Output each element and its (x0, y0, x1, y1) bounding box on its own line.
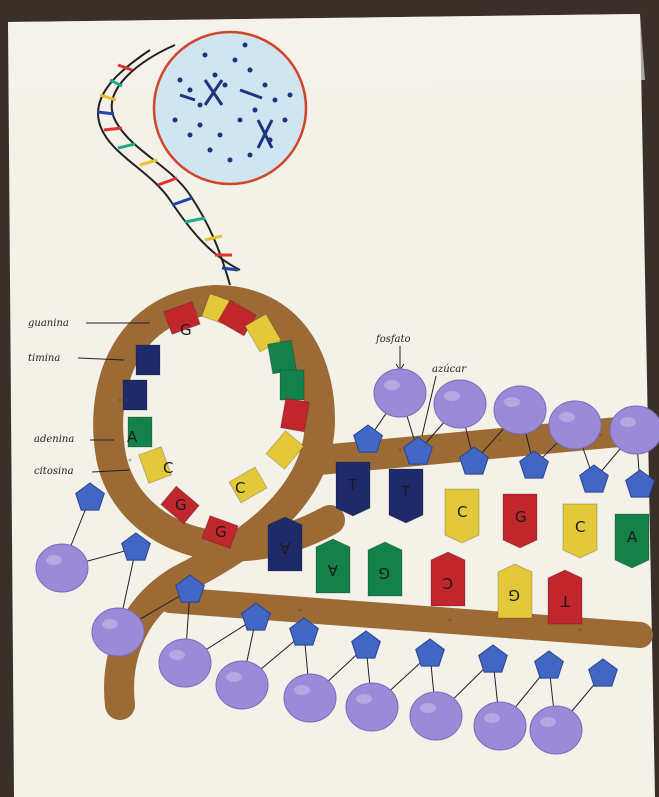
lower-base: C (431, 552, 465, 606)
lower-base-letter: G (508, 586, 520, 604)
lower-base-letter: T (560, 592, 571, 610)
phosphate-ball (346, 683, 398, 731)
loop-base-letter: G (215, 523, 227, 541)
loop-base (136, 345, 160, 375)
loop-base-letter: G (180, 321, 192, 339)
loop-base-letter: C (235, 479, 245, 497)
phosphate-ball (494, 386, 546, 434)
phosphate-ball (410, 692, 462, 740)
upper-base: C (445, 489, 479, 543)
loop-base (280, 370, 304, 400)
label-azucar-text: azúcar (432, 364, 467, 375)
loop-base (268, 340, 297, 374)
lower-base-letter: G (378, 564, 390, 582)
lower-base: A (316, 539, 350, 593)
phosphate-ball (549, 401, 601, 449)
label-timina-text: timina (28, 353, 60, 364)
lower-base: T (548, 570, 582, 624)
loop-base-letter: G (175, 496, 187, 514)
upper-base-letter: C (575, 518, 585, 536)
label-guanina-text: guanina (28, 318, 69, 329)
phosphate-ball (530, 706, 582, 754)
lower-base-letter: A (279, 539, 290, 557)
cell-nucleus (154, 32, 306, 184)
upper-base: C (563, 504, 597, 558)
loop-base-letter: A (127, 428, 138, 446)
phosphate-ball (374, 369, 426, 417)
phosphate-ball (36, 544, 88, 592)
label-fosfato-text: fosfato (375, 334, 411, 345)
upper-base-letter: A (627, 528, 638, 546)
phosphate-ball (92, 608, 144, 656)
upper-base: G (503, 494, 537, 548)
label-adenina-text: adenina (34, 434, 74, 445)
upper-base: A (615, 514, 649, 568)
lower-base-letter: A (327, 561, 338, 579)
lower-base: A (268, 517, 302, 571)
upper-base-letter: T (347, 476, 358, 494)
phosphate-ball (159, 639, 211, 687)
lower-base: G (498, 564, 532, 618)
loop-base-letter: C (163, 459, 173, 477)
upper-base-letter: G (515, 508, 527, 526)
phosphate-ball (434, 380, 486, 428)
phosphate-ball (284, 674, 336, 722)
upper-base-letter: T (400, 483, 411, 501)
phosphate-ball (474, 702, 526, 750)
upper-base: T (389, 469, 423, 523)
phosphate-ball (610, 406, 659, 454)
phosphate-ball (216, 661, 268, 709)
upper-base: T (336, 462, 370, 516)
loop-base (123, 380, 147, 410)
upper-base-letter: C (457, 503, 467, 521)
lower-base: G (368, 542, 402, 596)
loop-base (281, 398, 310, 432)
label-citosina-text: citosina (34, 466, 74, 477)
lower-base-letter: C (443, 574, 453, 592)
